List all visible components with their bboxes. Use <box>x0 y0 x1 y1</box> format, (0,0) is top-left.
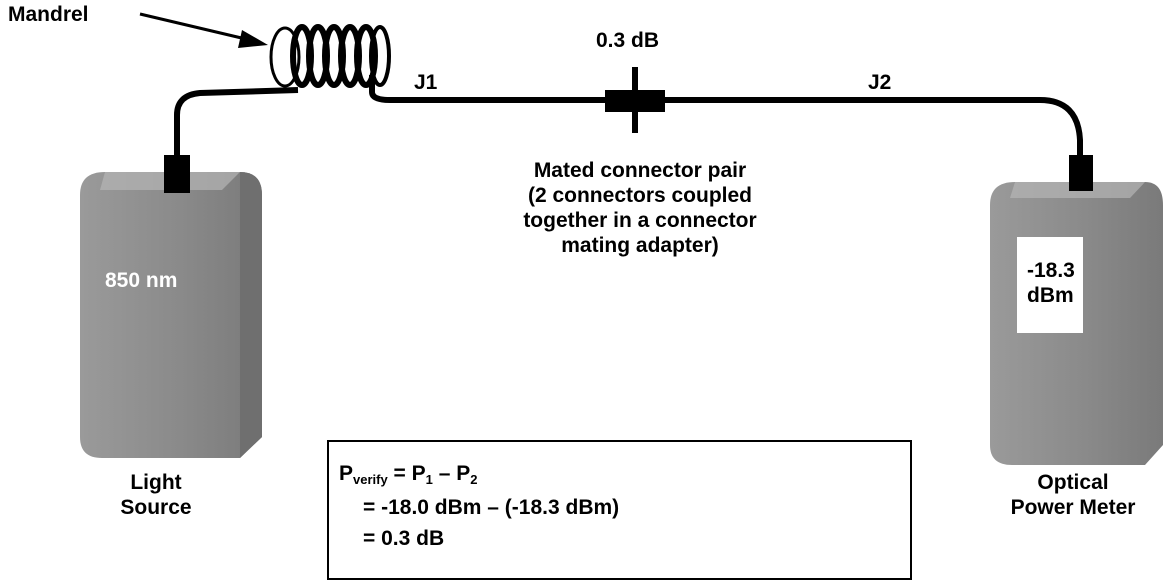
formula-line-1: Pverify = P1 – P2 <box>339 462 478 486</box>
formula-p-symbol: P <box>339 462 354 485</box>
fiber-cable-j1 <box>369 75 615 103</box>
mated-pair-line-4: mating adapter) <box>561 234 719 257</box>
meter-connector <box>1069 155 1093 191</box>
source-wavelength-label: 850 nm <box>105 269 178 292</box>
mated-pair-description: Mated connector pair (2 connectors coupl… <box>470 158 810 258</box>
meter-display <box>1017 237 1083 333</box>
formula-box: Pverify = P1 – P2 = -18.0 dBm – (-18.3 d… <box>327 440 912 580</box>
fiber-cable-j2 <box>655 97 1083 160</box>
mandrel-label: Mandrel <box>8 3 89 26</box>
mated-pair-line-3: together in a connector <box>523 209 757 232</box>
meter-reading-unit: dBm <box>1027 284 1074 307</box>
light-source-label-line-1: Light <box>130 471 182 494</box>
formula-minus-p: – P <box>432 462 471 485</box>
meter-reading-value: -18.3 <box>1027 259 1075 282</box>
formula-line-2: = -18.0 dBm – (-18.3 dBm) <box>363 496 620 519</box>
formula-equals-p: = P <box>387 462 426 485</box>
power-meter-label-line-1: Optical <box>1037 471 1109 494</box>
light-source-label: Light Source <box>96 470 216 520</box>
adapter-loss-label: 0.3 dB <box>596 29 660 52</box>
power-meter-label-line-2: Power Meter <box>1010 496 1136 519</box>
mandrel-arrow <box>139 12 268 48</box>
jumper-j1-label: J1 <box>414 71 438 94</box>
light-source-label-line-2: Source <box>120 496 192 519</box>
formula-line-3: = 0.3 dB <box>363 527 445 550</box>
jumper-j2-label: J2 <box>868 71 892 94</box>
formula-subscript-2: 2 <box>470 472 478 487</box>
fiber-cable-source <box>174 87 299 165</box>
light-source-device <box>80 172 262 458</box>
mating-adapter <box>605 67 665 133</box>
source-connector <box>164 155 190 193</box>
meter-reading: -18.3 dBm <box>1027 258 1075 308</box>
power-meter-label: Optical Power Meter <box>983 470 1163 520</box>
formula-subscript-1: 1 <box>425 472 433 487</box>
formula-verify-subscript: verify <box>353 472 388 487</box>
mandrel-coil <box>269 24 391 88</box>
mated-pair-line-2: (2 connectors coupled <box>527 184 753 207</box>
mated-pair-line-1: Mated connector pair <box>533 159 747 182</box>
